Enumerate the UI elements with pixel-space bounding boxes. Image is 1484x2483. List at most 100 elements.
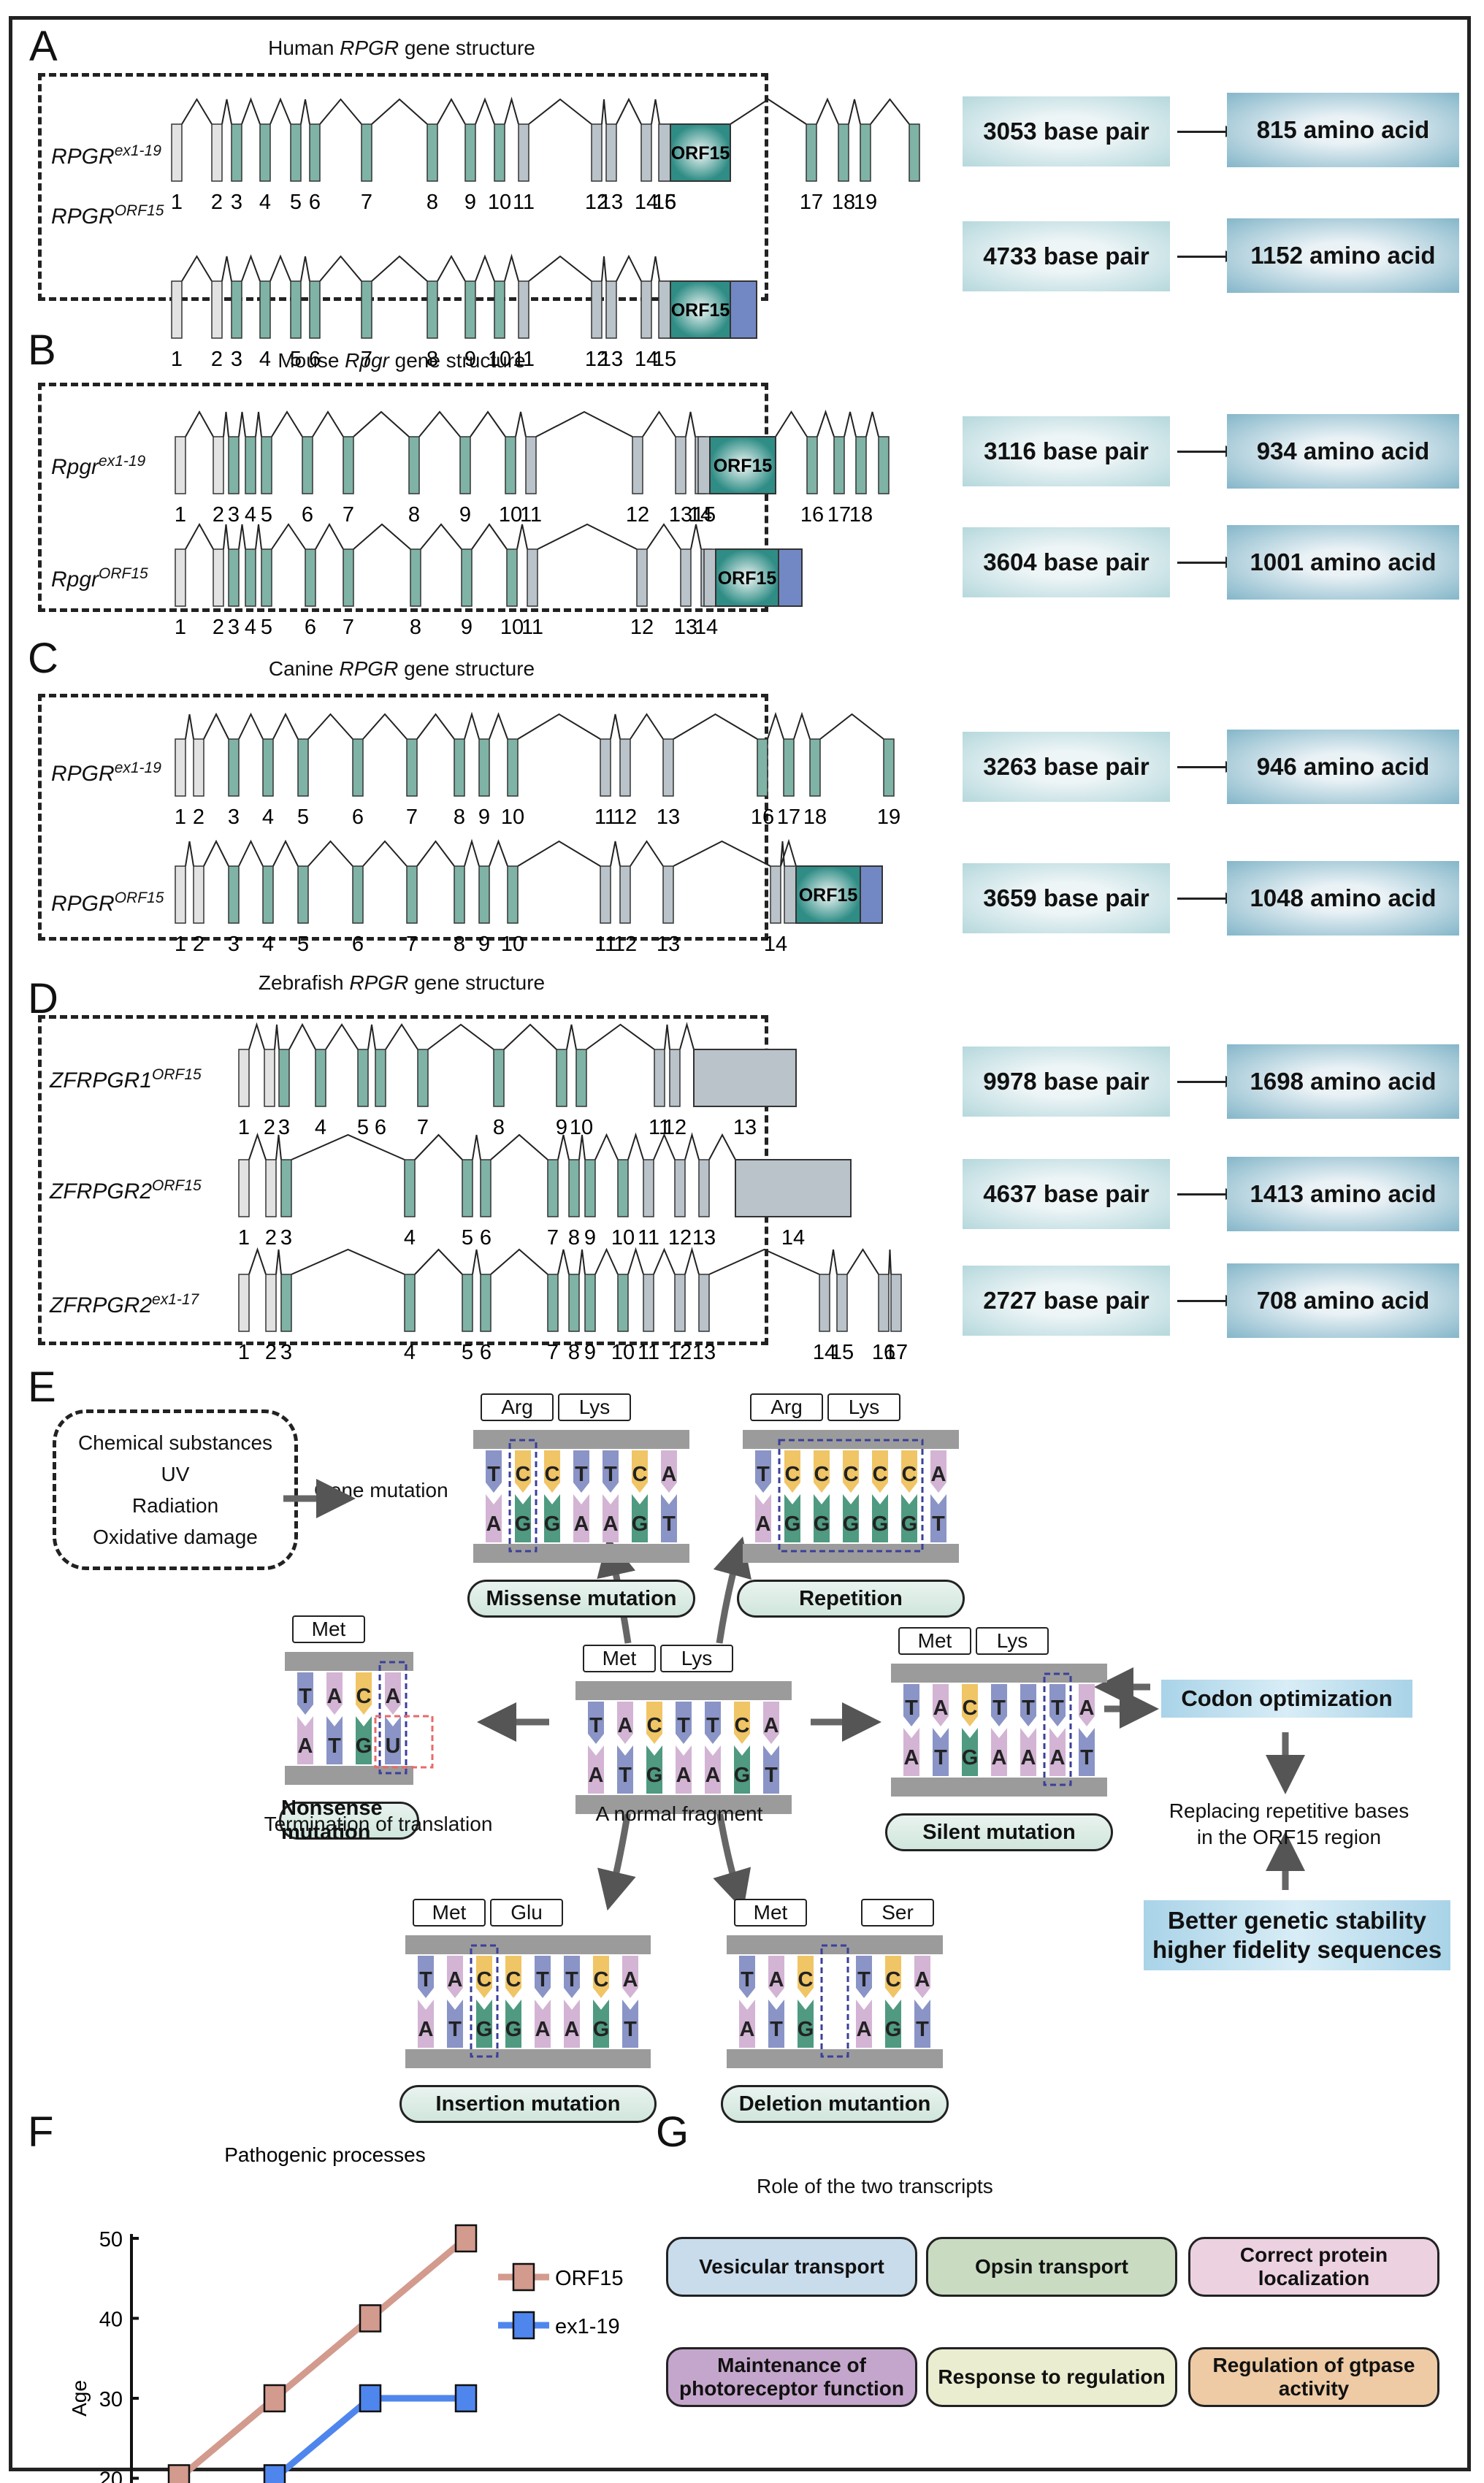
nucleotide-letter: A <box>618 1714 633 1737</box>
intron-line <box>418 410 461 437</box>
intron-line <box>255 524 262 550</box>
exon <box>245 436 256 494</box>
exon-number: 13 <box>674 616 697 639</box>
nonsense-label-pill: Nonsense mutation <box>279 1797 419 1844</box>
exon <box>280 1159 292 1217</box>
exon <box>600 738 611 797</box>
nucleotide-top <box>564 1956 580 1998</box>
intron-line <box>616 97 642 125</box>
intron-line <box>470 410 506 437</box>
nucleotide-letter: T <box>706 1714 719 1737</box>
intron-line <box>653 1133 676 1160</box>
amino-acid-box: 934 amino acid <box>1227 414 1459 489</box>
nucleotide-top <box>843 1450 859 1493</box>
exon <box>408 436 420 494</box>
exon-number: 6 <box>309 348 321 371</box>
exon <box>836 1274 848 1332</box>
nucleotide-top <box>962 1684 978 1726</box>
nucleotide-bottom <box>933 1728 949 1776</box>
intron-line <box>616 254 642 282</box>
dna-backbone <box>285 1766 413 1785</box>
nucleotide-letter: T <box>619 1764 632 1787</box>
exon <box>600 865 611 924</box>
exon <box>175 436 186 494</box>
exon-number: 3 <box>280 1226 292 1250</box>
exon <box>278 1049 290 1107</box>
transcript-isoform: ex1-17 <box>152 1291 199 1308</box>
stability-box: Better genetic stability higher fidelity… <box>1144 1900 1450 1970</box>
exon-number: 8 <box>408 503 420 527</box>
exon-number: 12 <box>626 503 649 527</box>
exon <box>427 123 438 182</box>
intron-line <box>642 410 676 437</box>
exon <box>238 1049 250 1107</box>
exon-number: 1 <box>238 1226 250 1250</box>
nucleotide-top <box>1049 1684 1066 1726</box>
intron-line <box>610 713 621 740</box>
exon <box>309 123 321 182</box>
exon <box>406 738 418 797</box>
transcript-name: RPGRex1-19 <box>51 142 161 169</box>
exon <box>518 280 529 339</box>
nucleotide-letter: T <box>905 1696 918 1720</box>
nucleotide-letter: A <box>565 2018 580 2041</box>
exon-number: 7 <box>547 1341 559 1364</box>
orf15-label: ORF15 <box>718 568 777 589</box>
intron-line <box>673 840 771 867</box>
replacing-line-1: Replacing repetitive bases <box>1169 1799 1410 1822</box>
exon <box>261 436 272 494</box>
exon <box>462 1274 473 1332</box>
exon-number: 4 <box>259 348 271 371</box>
intron-line <box>490 1133 548 1160</box>
intron-line <box>653 1247 676 1275</box>
intron-line <box>353 523 411 550</box>
exon <box>643 1159 654 1217</box>
exon <box>507 738 519 797</box>
exon <box>674 1159 686 1217</box>
exon-number: 3 <box>228 503 240 527</box>
exon-number: 15 <box>653 191 676 214</box>
cause-item: UV <box>161 1463 190 1485</box>
base-pair-box: 4733 base pair <box>963 221 1170 291</box>
exon-number: 9 <box>464 191 476 214</box>
intron-line <box>464 838 480 867</box>
nucleotide-top <box>739 1956 755 1998</box>
orf15-tail <box>860 865 883 924</box>
intron-line <box>275 1249 282 1275</box>
exon-number: 14 <box>635 348 658 371</box>
exon-number: 6 <box>480 1341 492 1364</box>
cause-item: Radiation <box>131 1494 219 1517</box>
exon <box>375 1049 386 1107</box>
exon <box>404 1274 416 1332</box>
exon-number: 2 <box>265 1226 277 1250</box>
exon-number: 14 <box>764 933 787 956</box>
nucleotide-letter: T <box>934 1746 947 1770</box>
nucleotide-letter: C <box>647 1714 662 1737</box>
nucleotide-bottom <box>768 2000 784 2048</box>
exon-number: 12 <box>585 191 608 214</box>
exon-number: 4 <box>315 1116 326 1139</box>
exon <box>833 436 845 494</box>
exon <box>280 1274 292 1332</box>
exon <box>193 738 204 797</box>
nucleotide-letter: G <box>798 2018 814 2041</box>
nucleotide-letter: C <box>785 1463 800 1486</box>
intron-line <box>238 524 246 550</box>
intron-line <box>627 1247 644 1275</box>
exon <box>427 280 438 339</box>
exon <box>697 436 711 494</box>
y-axis-label: Age <box>68 2380 91 2417</box>
amino-acid-tag: Lys <box>558 1393 631 1421</box>
orf15-label: ORF15 <box>671 143 730 164</box>
nucleotide-top <box>933 1684 949 1726</box>
exon <box>302 436 313 494</box>
base-pair-box: 2727 base pair <box>963 1266 1170 1336</box>
nucleotide-top <box>755 1450 771 1493</box>
exon-number: 7 <box>361 348 372 371</box>
exon <box>838 123 849 182</box>
transcript-isoform: ORF15 <box>114 202 164 219</box>
exon-number: 10 <box>488 191 511 214</box>
intron-line <box>557 1249 570 1275</box>
